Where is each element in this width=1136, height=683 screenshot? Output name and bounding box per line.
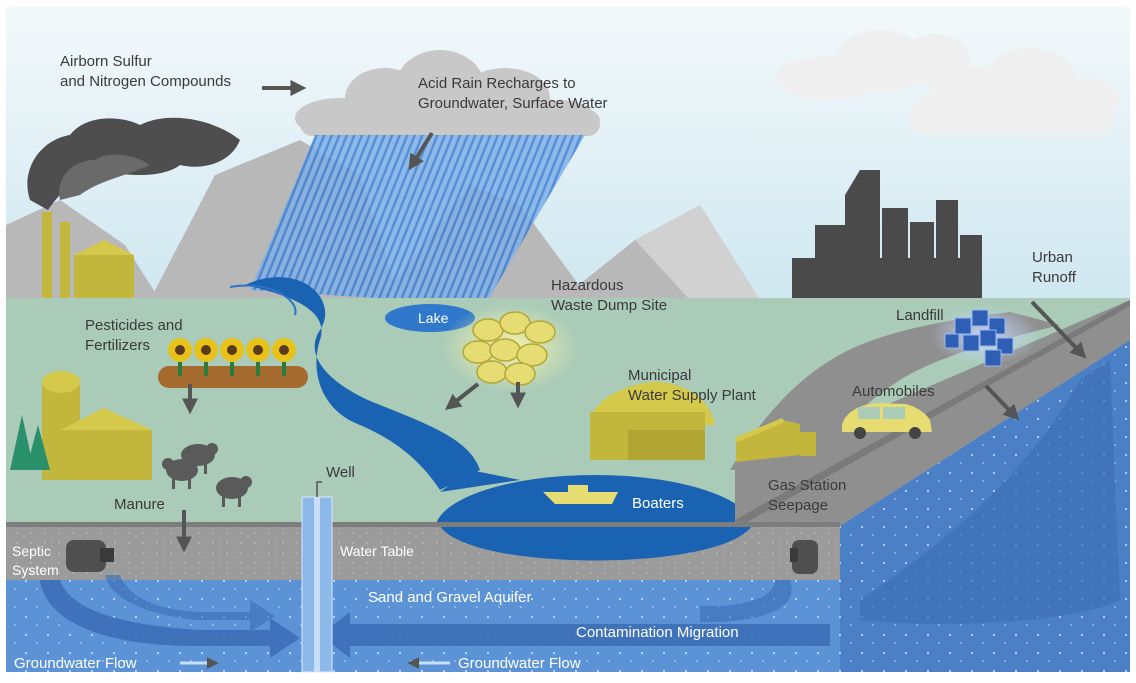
- label-airborne-line2: and Nitrogen Compounds: [60, 73, 231, 90]
- label-urban-line1: Urban: [1032, 249, 1073, 266]
- label-municipal-line2: Water Supply Plant: [628, 387, 756, 404]
- gas-seepage-tank: [790, 540, 818, 574]
- label-airborne-line1: Airborn Sulfur: [60, 53, 152, 70]
- process-arrows: [176, 80, 1087, 553]
- sheep: [162, 443, 252, 507]
- label-septic-line2: System: [12, 562, 59, 578]
- label-groundwater-flow-left: Groundwater Flow: [14, 655, 137, 672]
- rain-cloud: [295, 50, 600, 138]
- label-aquifer: Sand and Gravel Aquifer: [368, 589, 532, 606]
- label-well: Well: [326, 464, 355, 481]
- landfill-cubes: [944, 309, 1014, 367]
- fertilized-field: [158, 366, 308, 388]
- label-lake: Lake: [418, 310, 449, 326]
- farm-buildings: [42, 371, 152, 480]
- gas-station: [734, 418, 816, 462]
- label-manure: Manure: [114, 496, 165, 513]
- label-municipal-line1: Municipal: [628, 367, 692, 384]
- label-acid-rain-line1: Acid Rain Recharges to: [418, 75, 576, 92]
- label-landfill: Landfill: [896, 307, 944, 324]
- well: [301, 481, 333, 673]
- septic-tank: [66, 540, 114, 572]
- boat: [543, 485, 618, 504]
- right-clouds: [775, 30, 1120, 135]
- water-supply-plant: [590, 381, 715, 460]
- river: [245, 277, 480, 490]
- contamination-flow-arrows: [40, 575, 830, 658]
- label-pesticides-line2: Fertilizers: [85, 337, 151, 354]
- label-pesticides-line1: Pesticides and: [85, 317, 183, 334]
- acid-rain: [250, 135, 585, 305]
- label-hazardous-line1: Hazardous: [551, 277, 624, 294]
- label-septic-line1: Septic: [12, 543, 51, 559]
- label-water-table: Water Table: [340, 543, 414, 559]
- label-acid-rain-line2: Groundwater, Surface Water: [418, 95, 608, 112]
- label-gas-line1: Gas Station: [768, 477, 847, 494]
- label-boaters: Boaters: [632, 495, 684, 512]
- label-urban-line2: Runoff: [1032, 269, 1076, 286]
- label-automobiles: Automobiles: [852, 383, 935, 400]
- car: [842, 403, 932, 439]
- label-gas-line2: Seepage: [768, 497, 829, 514]
- factory-left: [27, 117, 240, 300]
- label-groundwater-flow-right: Groundwater Flow: [458, 655, 581, 672]
- trees: [10, 415, 50, 470]
- road: [730, 312, 1060, 470]
- label-contamination: Contamination Migration: [576, 624, 739, 641]
- waste-barrels: [462, 311, 556, 386]
- city-skyline: [792, 170, 982, 300]
- sunflowers: [168, 338, 296, 376]
- label-hazardous-line2: Waste Dump Site: [551, 297, 668, 314]
